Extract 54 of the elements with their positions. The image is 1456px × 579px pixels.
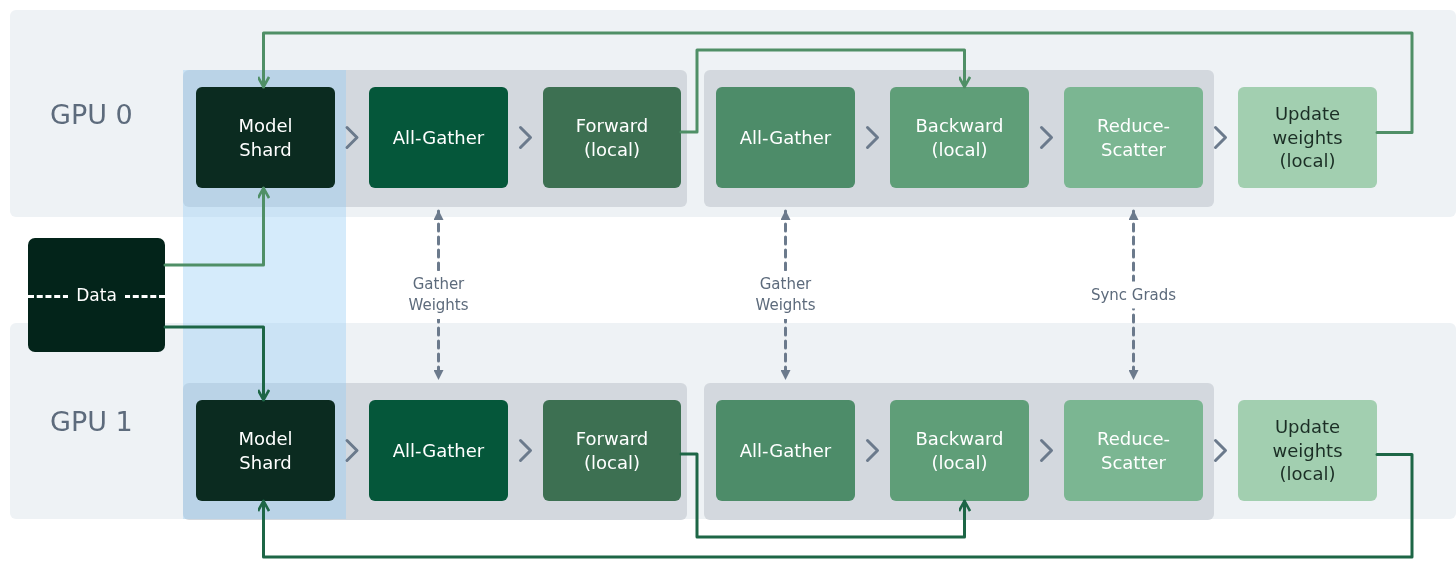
step-box	[1238, 87, 1377, 188]
flow-arrow	[679, 452, 972, 539]
gpu-label: GPU 1	[50, 405, 133, 437]
chevron-arrow	[1214, 126, 1227, 149]
step-label: All-Gather	[391, 438, 486, 463]
gpu-panel	[10, 10, 1456, 217]
step-box	[369, 400, 508, 501]
chevron-arrow	[345, 439, 359, 462]
flow-arrow	[256, 453, 1414, 559]
step-label: Update weights (local)	[1271, 415, 1344, 486]
step-box	[196, 87, 335, 188]
data-box	[28, 238, 165, 352]
step-box	[890, 400, 1029, 501]
flow-arrow	[679, 48, 972, 134]
step-label: Forward (local)	[574, 114, 650, 161]
chevron-arrow	[1214, 439, 1227, 462]
step-label: All-Gather	[391, 125, 486, 150]
phase-group	[704, 70, 1214, 207]
chevron-arrow	[866, 126, 879, 149]
flow-arrow	[163, 325, 271, 402]
flow-arrow	[256, 31, 1414, 134]
step-box	[196, 400, 335, 501]
gpu-label: GPU 0	[50, 98, 133, 129]
step-label: Reduce-Scatter	[1095, 427, 1172, 474]
chevron-arrow	[1040, 126, 1053, 149]
flow-arrow	[163, 186, 271, 267]
phase-group	[704, 383, 1214, 520]
step-label: Model Shard	[237, 427, 294, 474]
chevron-arrow	[519, 126, 532, 149]
step-label: Forward (local)	[574, 427, 650, 474]
chevron-arrow	[345, 126, 359, 149]
step-box	[543, 400, 681, 501]
step-box	[716, 400, 855, 501]
step-box	[1064, 400, 1203, 501]
step-label: Backward (local)	[914, 114, 1005, 161]
step-label: All-Gather	[738, 438, 833, 463]
phase-group	[183, 70, 687, 207]
step-box	[543, 87, 681, 188]
phase-group	[183, 383, 687, 520]
step-box	[716, 87, 855, 188]
step-box	[1238, 400, 1377, 501]
chevron-arrow	[866, 439, 879, 462]
step-box	[369, 87, 508, 188]
step-box	[890, 87, 1029, 188]
step-label: Reduce-Scatter	[1095, 114, 1172, 161]
chevron-arrow	[1040, 439, 1053, 462]
chevron-arrow	[519, 439, 532, 462]
step-box	[1064, 87, 1203, 188]
sync-arrow	[1128, 209, 1139, 381]
gpu-panel	[10, 323, 1456, 519]
step-label: Update weights (local)	[1271, 102, 1344, 173]
step-label: Backward (local)	[914, 427, 1005, 474]
step-label: Model Shard	[237, 114, 294, 161]
step-label: All-Gather	[738, 125, 833, 150]
